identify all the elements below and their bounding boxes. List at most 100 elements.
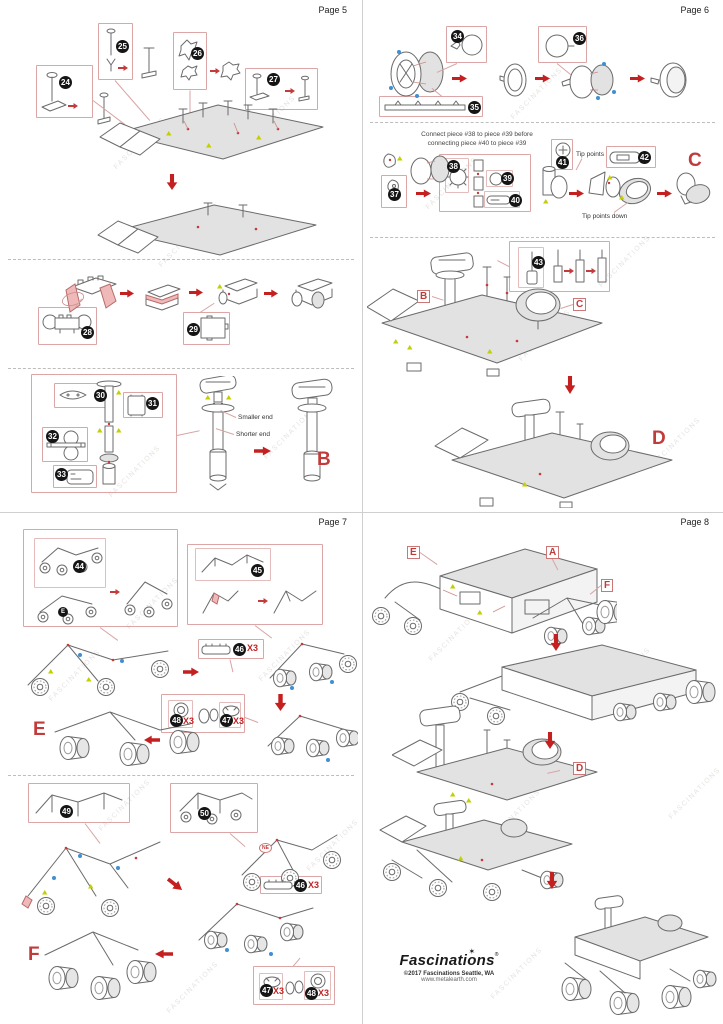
rover-assembled-D-illustration (434, 398, 673, 508)
bogie-fold-sketch (37, 595, 97, 625)
part-27-sketch (249, 73, 310, 102)
wheel-hub-assembly-illustration (561, 62, 616, 100)
part-badge-49: 49 (60, 805, 73, 818)
bogie-callout-group: 44 E (23, 529, 178, 627)
arrow-down-icon (546, 872, 558, 889)
part-45-sketch (201, 554, 264, 573)
rocker-frame-assembly (21, 841, 161, 917)
page-header: Page 8 (680, 517, 709, 527)
chassis-assembled-illustration (97, 202, 317, 256)
part-badge-42: 42 (638, 151, 651, 164)
tower-part-sketch (473, 159, 484, 208)
parts-callout-38-39-40: 38 39 40 (439, 154, 531, 212)
mast-final-illustration (291, 378, 333, 482)
part-callout-37: 37 (381, 175, 407, 208)
part-30-sketch (59, 390, 87, 400)
assembly-label-D-result: D (652, 428, 666, 449)
arrow-right-icon (452, 74, 467, 83)
watermark-text: FASCINATIONS (667, 766, 723, 821)
part-callout-28: 28 (38, 307, 97, 345)
part-callout-24: 24 (36, 65, 93, 118)
part-badge-38: 38 (447, 160, 460, 173)
part-callout-31: 31 (123, 392, 163, 418)
part-badge-31: 31 (146, 397, 159, 410)
suspension-assembly-4 (198, 902, 314, 956)
part-badge-47: 47 (260, 984, 273, 997)
multiplier-x3: X3 (233, 716, 245, 726)
fold-step-3-illustration (217, 278, 258, 305)
part-36-sketch (545, 34, 575, 58)
arrow-right-icon (630, 74, 645, 83)
wheel-dish-illustration (499, 63, 527, 97)
part-badge-36: 36 (573, 32, 586, 45)
arm-fold-sketch (202, 590, 239, 614)
multiplier-x3: X3 (318, 988, 330, 998)
part-24-sketch (41, 72, 78, 112)
mast-exploded-sketch (96, 380, 122, 485)
part-callout-33: 33 (53, 465, 97, 488)
part-badge-25: 25 (116, 40, 129, 53)
arrow-right-icon (189, 288, 203, 297)
watermark-text: FASCINATIONS (165, 960, 221, 1015)
part-badge-24: 24 (59, 76, 72, 89)
suspension-assembly-3 (267, 714, 358, 762)
page8-panel: Page 8 FASCINATIONS FASCINATIONS FASCINA… (362, 512, 723, 1024)
part-31-sketch (127, 394, 146, 417)
assembly-label-C-result: C (688, 150, 702, 171)
part-badge-47: 47 (220, 714, 233, 727)
assembly-label-F-result: F (28, 944, 40, 965)
assembly-label-B: B (317, 449, 331, 470)
part-callout-35: 35 (379, 96, 483, 117)
arrow-right-icon (569, 189, 584, 198)
parts-callout-48-47: 48 X3 47 X3 (161, 694, 245, 733)
section-separator (8, 259, 354, 260)
rover-chassis-mast-illustration (367, 252, 603, 377)
cone-hub-illustration (410, 155, 450, 185)
multiplier-x3: X3 (308, 880, 320, 890)
part-callout-48-inner (168, 700, 193, 728)
arrow-left-icon (155, 949, 173, 959)
multiplier-x3: X3 (183, 716, 195, 726)
arrow-right-icon (120, 289, 134, 298)
rover-final-illustration (561, 895, 717, 1015)
part-32-sketch (46, 430, 86, 461)
assembly-label-E-result: E (33, 719, 46, 740)
part-badge-43: 43 (532, 256, 545, 269)
part-callout-38: 38 (445, 158, 469, 193)
part-callout-50: 50 (170, 783, 258, 833)
part-49-sketch (35, 792, 123, 817)
assembly-ref-A: A (546, 546, 560, 559)
brand-logo: ✶ Fascinations® ©2017 Fascinations Seatt… (394, 947, 504, 983)
part-badge-26: 26 (191, 47, 204, 60)
part-48-sketch (173, 702, 189, 718)
suspension-assembly-2 (269, 642, 357, 690)
arrow-right-icon (535, 74, 550, 83)
part-34-sketch (450, 34, 483, 56)
assembly-ref-B: B (417, 290, 431, 303)
label-tip-points-down: Tip points down (582, 213, 628, 220)
assembly-ref-F: F (601, 579, 614, 592)
multiplier-x3: X3 (273, 986, 285, 996)
camera-dish-assembly-illustration (588, 171, 652, 205)
part-callout-40: 40 (484, 191, 522, 208)
arrow-down-icon (564, 376, 576, 394)
arrow-down-icon (544, 732, 556, 749)
part-43-inner-box (518, 247, 544, 288)
rover-stage-2-illustration (451, 644, 716, 725)
part-callout-46: 46 X3 (198, 639, 264, 659)
section-separator (370, 237, 715, 238)
chassis-exploded-illustration (99, 100, 324, 160)
callout-connector-line (244, 717, 259, 723)
part-badge-48: 48 (305, 987, 318, 1000)
part-35-sketch (384, 100, 466, 111)
arrow-down-icon (274, 694, 287, 711)
arm-folded-sketch (273, 590, 317, 614)
wheel-complete-illustration (650, 62, 687, 98)
part-25-result-sketch (141, 47, 157, 79)
part-50-sketch (179, 792, 253, 825)
mast-mid-illustration (199, 376, 237, 491)
suspension-assembly-1 (27, 643, 169, 696)
part-callout-27: 27 (245, 68, 318, 110)
part-callout-34: 34 (446, 26, 487, 63)
part-badge-41: 41 (556, 156, 569, 169)
